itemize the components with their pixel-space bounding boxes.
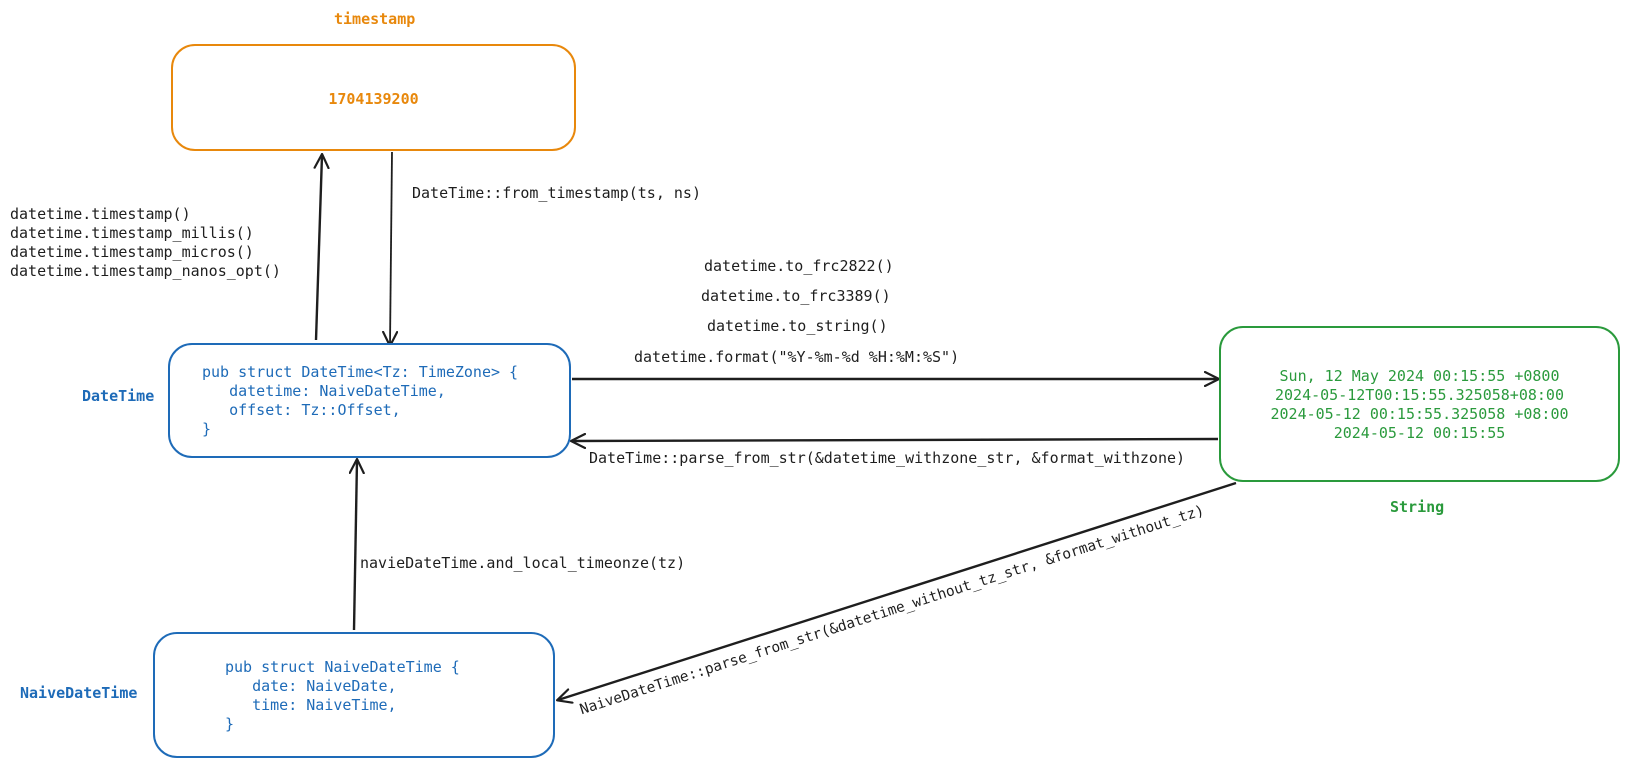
naive-node[interactable]: pub struct NaiveDateTime { date: NaiveDa… [153, 632, 555, 758]
string-line-3: 2024-05-12 00:15:55.325058 +08:00 [1270, 405, 1569, 423]
edge-string-to-datetime [572, 439, 1219, 441]
edge-timestamp-to-datetime [390, 151, 392, 345]
string-line-4: 2024-05-12 00:15:55 [1333, 424, 1506, 442]
label-to-rfc3389: datetime.to_frc3389() [701, 287, 891, 305]
datetime-title: DateTime [82, 387, 155, 405]
edge-datetime-to-timestamp [316, 155, 322, 341]
timestamp-value: 1704139200 [328, 90, 419, 108]
naive-struct-code: pub struct NaiveDateTime { date: NaiveDa… [225, 658, 460, 733]
naive-title: NaiveDateTime [20, 684, 138, 702]
string-title: String [1390, 498, 1445, 516]
string-line-2: 2024-05-12T00:15:55.325058+08:00 [1275, 386, 1564, 404]
timestamp-title: timestamp [334, 10, 416, 28]
label-format: datetime.format("%Y-%m-%d %H:%M:%S") [634, 348, 960, 366]
string-line-1: Sun, 12 May 2024 00:15:55 +0800 [1279, 367, 1560, 385]
datetime-node[interactable]: pub struct DateTime<Tz: TimeZone> { date… [168, 343, 571, 458]
label-to-rfc2822: datetime.to_frc2822() [704, 257, 894, 275]
label-string-to-datetime: DateTime::parse_from_str(&datetime_withz… [589, 449, 1186, 467]
datetime-struct-code: pub struct DateTime<Tz: TimeZone> { date… [202, 363, 519, 438]
label-to-string: datetime.to_string() [707, 317, 888, 335]
edge-naive-to-datetime [354, 460, 357, 631]
label-datetime-to-timestamp: datetime.timestamp() datetime.timestamp_… [10, 205, 281, 280]
label-timestamp-to-datetime: DateTime::from_timestamp(ts, ns) [412, 184, 701, 202]
edge-string-to-naive [558, 481, 1237, 700]
string-node[interactable]: Sun, 12 May 2024 00:15:55 +0800 2024-05-… [1219, 326, 1620, 482]
label-naive-to-datetime: navieDateTime.and_local_timeonze(tz) [360, 554, 686, 572]
timestamp-node[interactable]: 1704139200 [171, 44, 576, 151]
